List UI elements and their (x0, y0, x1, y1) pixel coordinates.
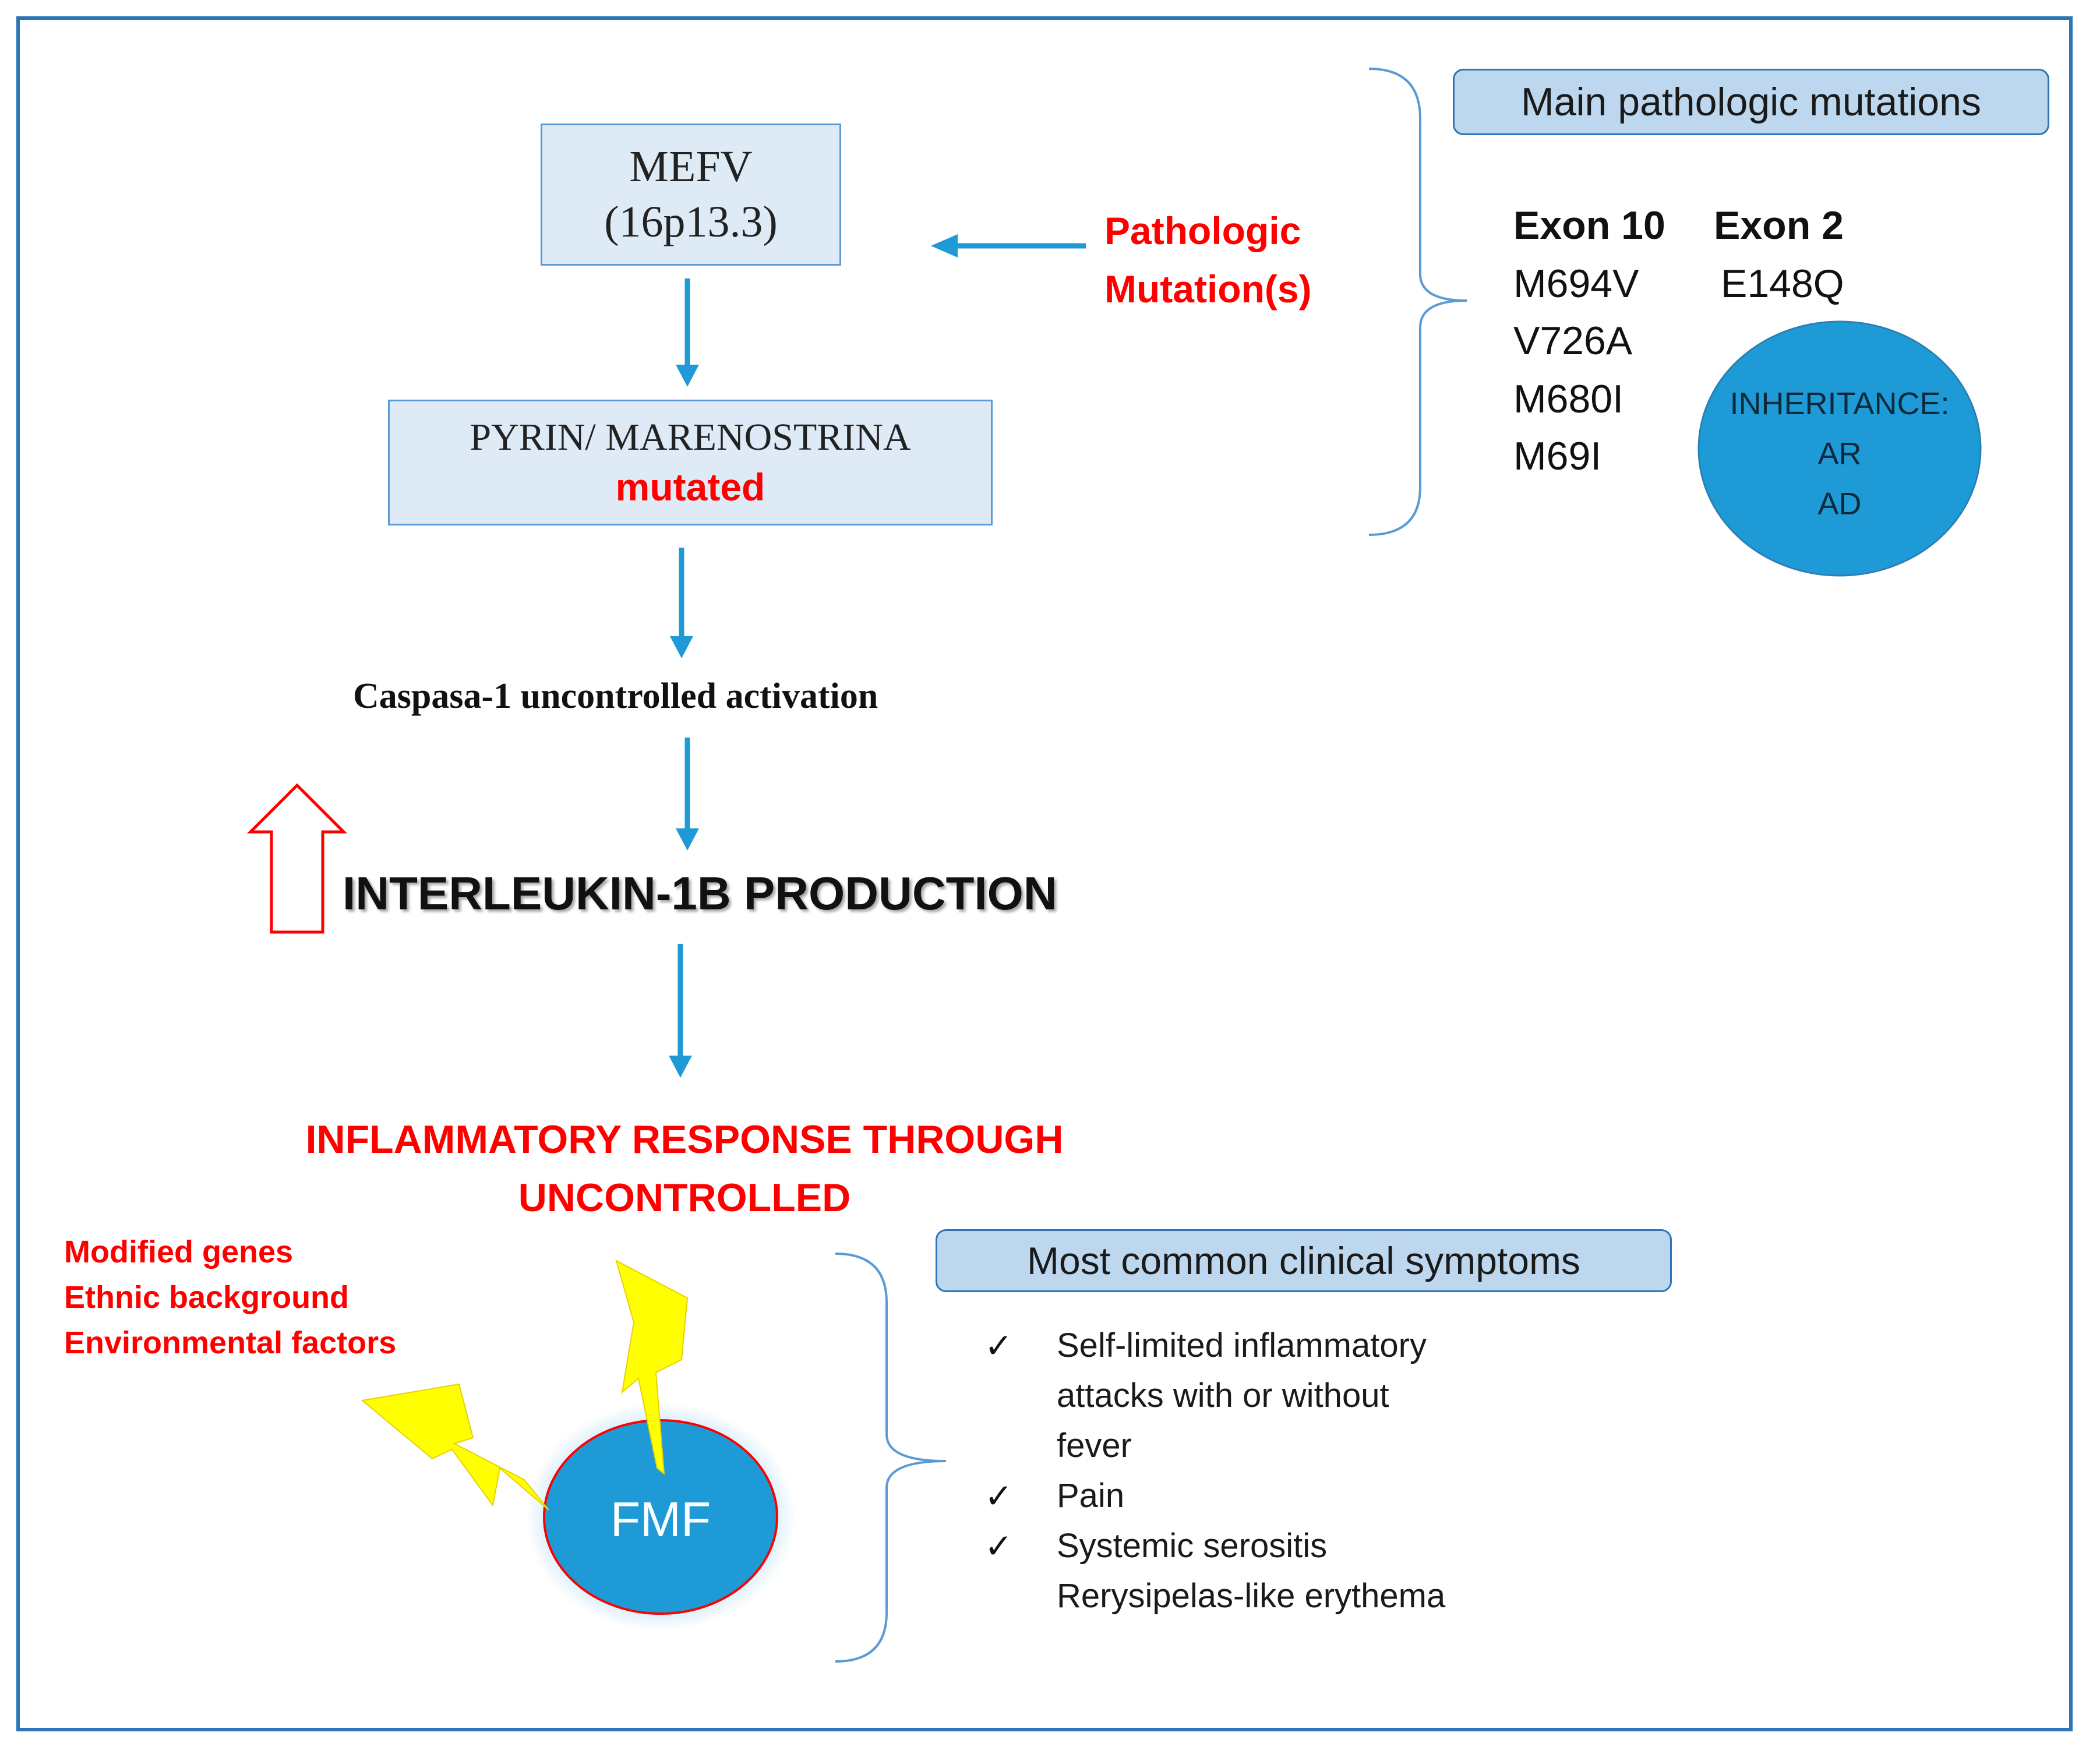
exon10-mutation: V726A (1513, 319, 1633, 363)
increase-arrow-icon (246, 783, 348, 934)
check-icon: ✓ (984, 1476, 1013, 1516)
modifier-item: Environmental factors (64, 1325, 397, 1360)
flow-arrow-interleukin-to-inflammatory (669, 944, 692, 1078)
mutations-panel-header: Main pathologic mutations (1453, 69, 2049, 135)
modifier-factors: Modified genes Ethnic background Environ… (64, 1229, 396, 1366)
symptom-line: Pain (1057, 1477, 1125, 1515)
inheritance-ar: AR (1817, 436, 1862, 471)
mutation-label-line2: Mutation(s) (1104, 267, 1312, 311)
fmf-circle (525, 1403, 796, 1631)
symptom-line: attacks with or without (1057, 1377, 1389, 1414)
symptoms-brace (835, 1253, 947, 1663)
check-icon: ✓ (984, 1526, 1013, 1566)
inheritance-ad: AD (1817, 486, 1862, 521)
inflammatory-label: INFLAMMATORY RESPONSE THROUGH UNCONTROLL… (0, 1110, 1369, 1227)
protein-status: mutated (615, 465, 765, 509)
symptom-line: Self-limited inflammatory (1057, 1326, 1427, 1364)
interleukin-label: INTERLEUKIN-1B PRODUCTION (343, 867, 1057, 919)
inflammatory-line1: INFLAMMATORY RESPONSE THROUGH (305, 1117, 1064, 1162)
protein-name: PYRIN/ MARENOSTRINA (470, 416, 911, 459)
inheritance-title: INHERITANCE: (1730, 386, 1950, 421)
exon10-mutation: M69I (1513, 434, 1602, 478)
check-icon: ✓ (984, 1326, 1013, 1366)
modifier-item: Ethnic background (64, 1280, 350, 1315)
caspase-label: Caspasa-1 uncontrolled activation (353, 676, 878, 716)
exon2-title: Exon 2 (1714, 203, 1844, 248)
modifier-item: Modified genes (64, 1234, 294, 1269)
protein-box: PYRIN/ MARENOSTRINA mutated (388, 400, 993, 525)
fmf-label: FMF (610, 1492, 711, 1547)
inflammatory-line2: UNCONTROLLED (518, 1176, 851, 1220)
lightning-bolt-top-icon (615, 1259, 689, 1476)
symptom-line: Systemic serositis (1057, 1527, 1328, 1565)
inheritance-ellipse (1697, 320, 1982, 577)
exon2-mutation: E148Q (1721, 262, 1844, 306)
symptom-line: fever (1057, 1427, 1132, 1465)
exon10-mutation: M680I (1513, 377, 1623, 421)
symptom-line: Rerysipelas-like erythema (1057, 1577, 1446, 1615)
lightning-bolt-left-icon (361, 1383, 549, 1511)
flow-arrow-mutation-to-gene (931, 234, 1086, 257)
exon10-title: Exon 10 (1513, 203, 1665, 248)
gene-locus: (16p13.3) (604, 197, 778, 246)
flow-arrow-gene-to-protein (676, 278, 699, 387)
inheritance-label: INHERITANCE: AR AD (1699, 379, 1981, 529)
gene-box: MEFV (16p13.3) (541, 124, 841, 266)
flow-arrow-protein-to-caspase (670, 548, 693, 658)
exon10-mutation: M694V (1513, 262, 1639, 306)
symptoms-panel-header: Most common clinical symptoms (936, 1229, 1672, 1292)
mutation-label: Pathologic Mutation(s) (1104, 202, 1312, 318)
flow-arrow-caspase-to-interleukin (676, 738, 699, 851)
figure-frame (16, 16, 2073, 1731)
gene-name: MEFV (629, 142, 753, 191)
mutation-label-line1: Pathologic (1104, 209, 1301, 252)
mutations-brace (1368, 68, 1467, 536)
